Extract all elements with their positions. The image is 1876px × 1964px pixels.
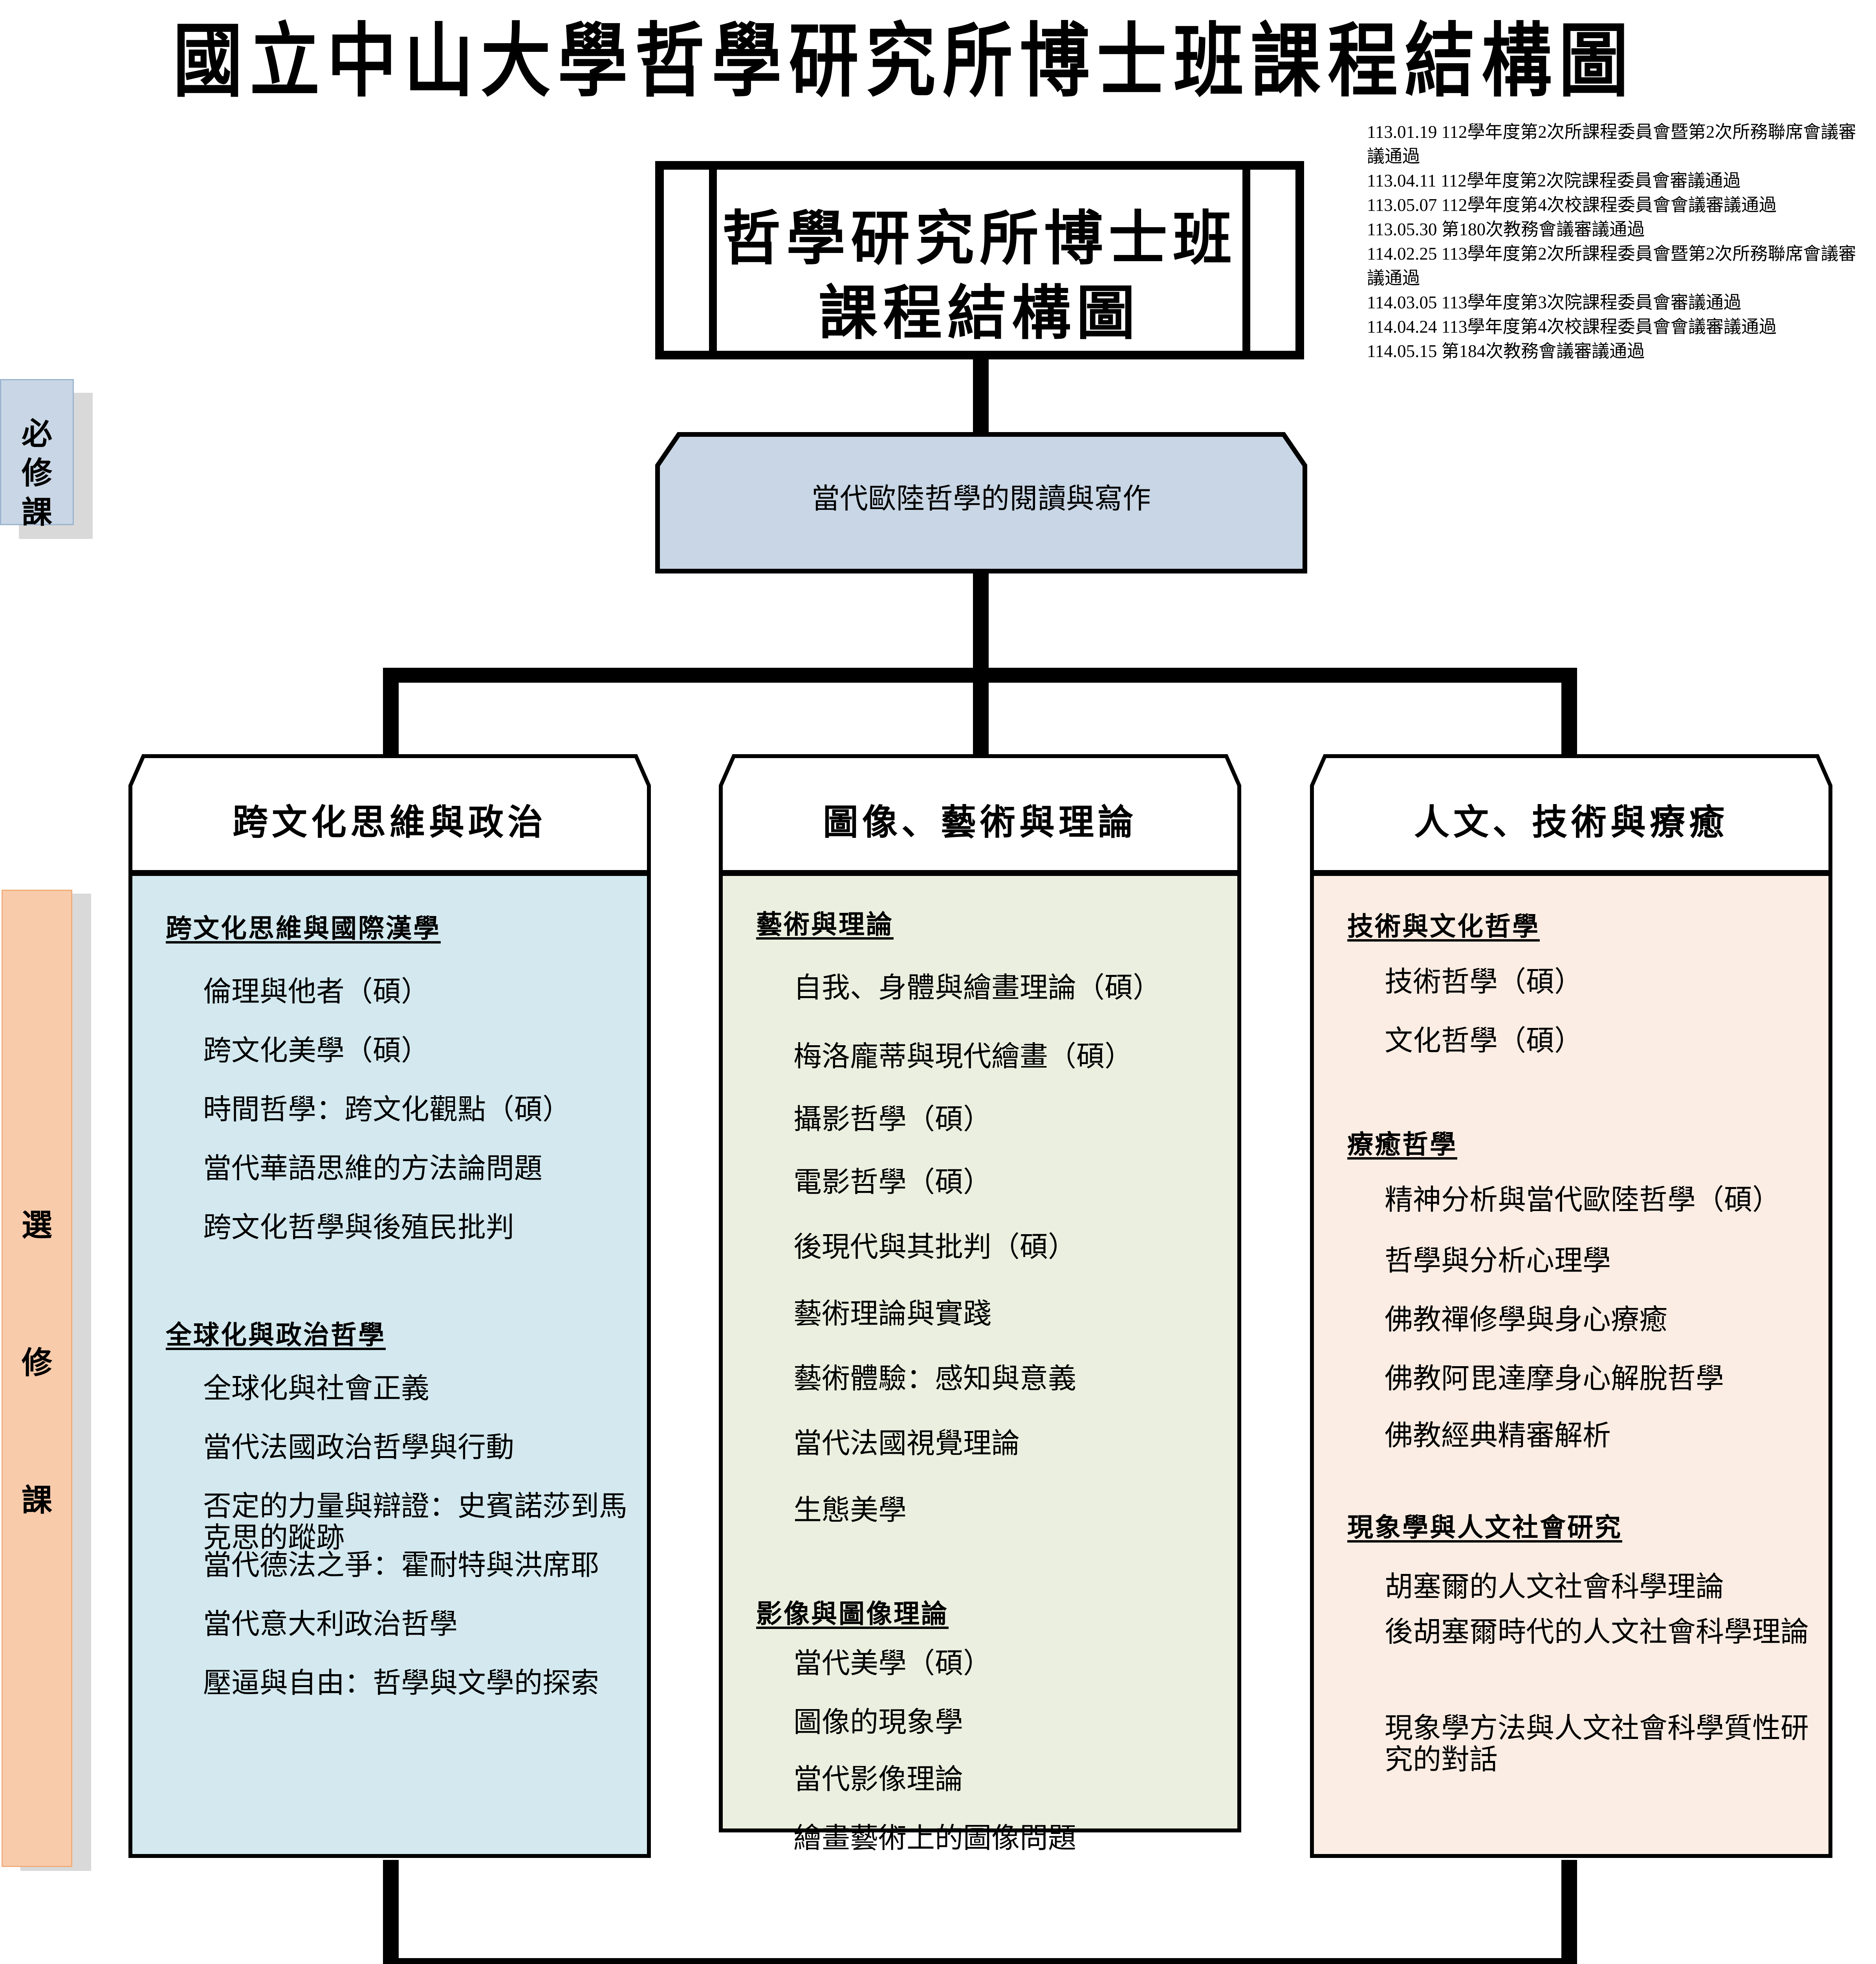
course-item: 後胡塞爾時代的人文社會科學理論: [1385, 1616, 1809, 1648]
side-label-char: 修: [21, 455, 52, 491]
approval-note: 113.05.30 第180次教務會議審議通過: [1367, 220, 1645, 239]
side-label-elective-face: [2, 890, 72, 1867]
page-title-text: 國立中山大學哲學研究所博士班課程結構圖: [173, 13, 1636, 108]
course-item: 當代華語思維的方法論問題: [203, 1153, 543, 1184]
course-item: 佛教經典精審解析: [1385, 1420, 1611, 1451]
course-item: 全球化與社會正義: [203, 1373, 430, 1404]
connector: [1561, 668, 1577, 762]
connector: [1561, 1860, 1577, 1964]
course-column-header: 圖像、藝術與理論: [719, 754, 1241, 872]
required-course-box: 當代歐陸哲學的閱讀與寫作: [655, 432, 1307, 573]
course-item: 時間哲學：跨文化觀點（碩）: [203, 1094, 571, 1125]
course-item: 精神分析與當代歐陸哲學（碩）: [1385, 1184, 1781, 1216]
course-item: 當代德法之爭：霍耐特與洪席耶: [203, 1550, 599, 1581]
approval-note: 114.03.05 113學年度第3次院課程委員會審議通過: [1367, 293, 1741, 312]
connector: [973, 668, 989, 762]
program-header-text: 哲學研究所博士班 課程結構圖: [722, 204, 1237, 348]
side-label-char: 修: [21, 1345, 52, 1381]
course-column-body: [128, 872, 651, 1858]
course-item: 跨文化哲學與後殖民批判: [203, 1212, 515, 1243]
course-item: 後現代與其批判（碩）: [793, 1231, 1077, 1263]
side-label-required: 必修課: [0, 379, 94, 599]
course-column-title: 人文、技術與療癒: [1414, 801, 1728, 843]
connector: [973, 572, 989, 674]
course-section-title: 技術與文化哲學: [1347, 911, 1540, 942]
course-item: 當代意大利政治哲學: [203, 1609, 458, 1640]
course-column-header: 人文、技術與療癒: [1310, 754, 1832, 872]
course-item: 生態美學: [793, 1495, 907, 1526]
approval-note: 113.01.19 112學年度第2次所課程委員會暨第2次所務聯席會議審議通過: [1367, 122, 1856, 166]
course-section-title: 跨文化思維與國際漢學: [166, 913, 441, 944]
course-column-header: 跨文化思維與政治: [128, 754, 651, 872]
course-item: 文化哲學（碩）: [1385, 1025, 1583, 1057]
course-item: 否定的力量與辯證：史賓諾莎到馬克思的蹤跡: [203, 1491, 628, 1554]
course-column-title: 圖像、藝術與理論: [823, 801, 1137, 843]
side-label-char: 必: [21, 416, 52, 452]
course-item: 壓逼與自由：哲學與文學的探索: [203, 1667, 599, 1699]
course-column-body: [1310, 872, 1832, 1858]
program-header-box: 哲學研究所博士班 課程結構圖: [655, 161, 1304, 359]
course-item: 當代法國視覺理論: [793, 1428, 1020, 1459]
approval-notes: 113.01.19 112學年度第2次所課程委員會暨第2次所務聯席會議審議通過 …: [1367, 120, 1874, 363]
approval-note: 114.02.25 113學年度第2次所課程委員會暨第2次所務聯席會議審議通過: [1367, 244, 1856, 288]
course-item: 哲學與分析心理學: [1385, 1245, 1611, 1277]
side-label-elective: 選修課: [0, 890, 94, 1871]
side-label-required-text: 必修課: [0, 414, 74, 532]
course-section-title: 影像與圖像理論: [756, 1598, 949, 1629]
course-item: 佛教阿毘達摩身心解脫哲學: [1385, 1363, 1724, 1394]
side-label-required-face: [0, 379, 74, 525]
side-label-char: 課: [21, 1482, 52, 1518]
course-item: 梅洛龐蒂與現代繪畫（碩）: [793, 1041, 1133, 1072]
approval-note: 113.04.11 112學年度第2次院課程委員會審議通過: [1367, 171, 1741, 191]
course-section-title: 現象學與人文社會研究: [1347, 1512, 1622, 1543]
course-item: 當代美學（碩）: [793, 1648, 992, 1679]
page-title: 國立中山大學哲學研究所博士班課程結構圖: [0, 12, 1876, 106]
course-item: 當代影像理論: [793, 1764, 964, 1795]
course-item: 胡塞爾的人文社會科學理論: [1385, 1571, 1724, 1603]
course-item: 藝術體驗：感知與意義: [793, 1363, 1077, 1394]
approval-note: 113.05.07 112學年度第4次校課程委員會會議審議通過: [1367, 195, 1777, 215]
course-item: 藝術理論與實踐: [793, 1298, 992, 1330]
course-section-title: 藝術與理論: [756, 909, 894, 940]
course-item: 攝影哲學（碩）: [793, 1104, 992, 1135]
course-item: 當代法國政治哲學與行動: [203, 1432, 515, 1463]
connector: [383, 668, 399, 762]
required-course-shape: [655, 432, 1307, 573]
course-column-body: [719, 872, 1241, 1832]
side-label-elective-text: 選修課: [0, 1196, 74, 1530]
course-item: 電影哲學（碩）: [793, 1167, 992, 1198]
connector: [383, 1860, 399, 1964]
course-section-title: 全球化與政治哲學: [166, 1319, 386, 1350]
connector: [973, 358, 989, 435]
approval-note: 114.05.15 第184次教務會議審議通過: [1367, 341, 1645, 361]
course-item: 技術哲學（碩）: [1385, 966, 1583, 998]
course-item: 現象學方法與人文社會科學質性研究的對話: [1385, 1713, 1809, 1775]
side-label-char: 選: [21, 1207, 52, 1243]
course-item: 圖像的現象學: [793, 1707, 964, 1738]
course-item: 繪畫藝術上的圖像問題: [793, 1823, 1077, 1854]
course-item: 倫理與他者（碩）: [203, 976, 430, 1008]
approval-note: 114.04.24 113學年度第4次校課程委員會會議審議通過: [1367, 317, 1777, 337]
course-item: 自我、身體與繪畫理論（碩）: [793, 972, 1162, 1004]
required-course-name: 當代歐陸哲學的閱讀與寫作: [811, 483, 1151, 515]
course-item: 跨文化美學（碩）: [203, 1035, 430, 1066]
connector: [383, 1958, 1577, 1964]
course-item: 佛教禪修學與身心療癒: [1385, 1304, 1668, 1336]
course-column-title: 跨文化思維與政治: [233, 801, 547, 843]
course-section-title: 療癒哲學: [1347, 1129, 1457, 1160]
side-label-char: 課: [21, 495, 52, 530]
